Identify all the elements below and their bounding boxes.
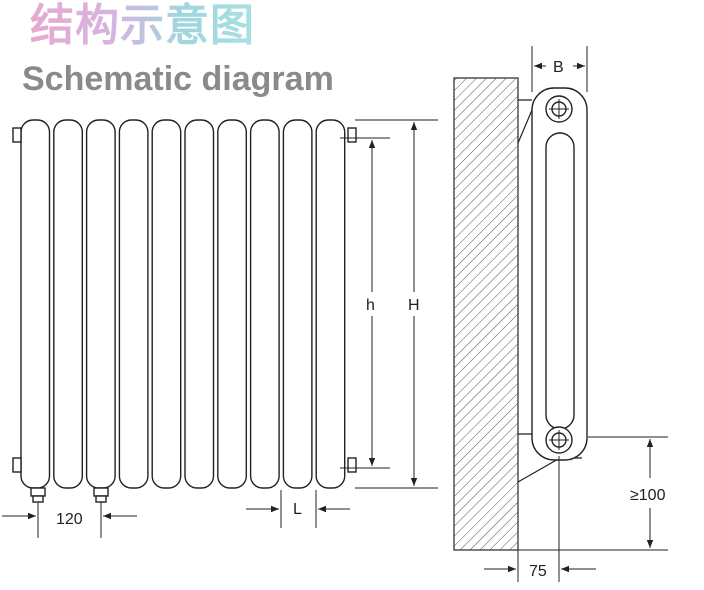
radiator-columns — [20, 119, 346, 489]
top-connector — [545, 95, 573, 123]
dimension-h — [340, 137, 390, 469]
bottom-connector — [545, 426, 573, 454]
dimension-B — [531, 46, 588, 92]
label-min-100: ≥100 — [630, 487, 666, 504]
title-chinese: 结构示意图 — [30, 0, 255, 51]
wall — [453, 77, 519, 551]
radiator-inner-slot — [545, 132, 575, 430]
dimension-L — [246, 490, 350, 528]
valve-right — [93, 487, 109, 503]
radiator-column — [249, 119, 280, 489]
radiator-column — [20, 119, 51, 489]
front-view — [2, 119, 438, 538]
radiator-column — [315, 119, 346, 489]
top-right-cap — [347, 127, 357, 143]
radiator-column — [151, 119, 182, 489]
side-view — [453, 46, 668, 582]
label-75: 75 — [529, 563, 547, 580]
dimension-75 — [484, 456, 596, 582]
radiator-column — [184, 119, 215, 489]
label-H: H — [408, 297, 420, 314]
valve-left — [30, 487, 46, 503]
label-B: B — [553, 59, 564, 76]
label-h: h — [366, 297, 375, 314]
dimension-H — [355, 119, 438, 489]
dimension-120 — [2, 502, 137, 538]
dimension-min-100 — [518, 436, 668, 551]
label-L: L — [293, 501, 302, 518]
radiator-column — [282, 119, 313, 489]
label-120: 120 — [56, 511, 83, 528]
bottom-right-cap — [347, 457, 357, 473]
top-left-cap — [12, 127, 22, 143]
radiator-column — [85, 119, 116, 489]
radiator-column — [53, 119, 83, 489]
bottom-left-cap — [12, 457, 22, 473]
top-bracket — [517, 99, 533, 144]
radiator-column — [118, 119, 149, 489]
title-english: Schematic diagram — [22, 60, 334, 98]
radiator-column — [217, 119, 248, 489]
